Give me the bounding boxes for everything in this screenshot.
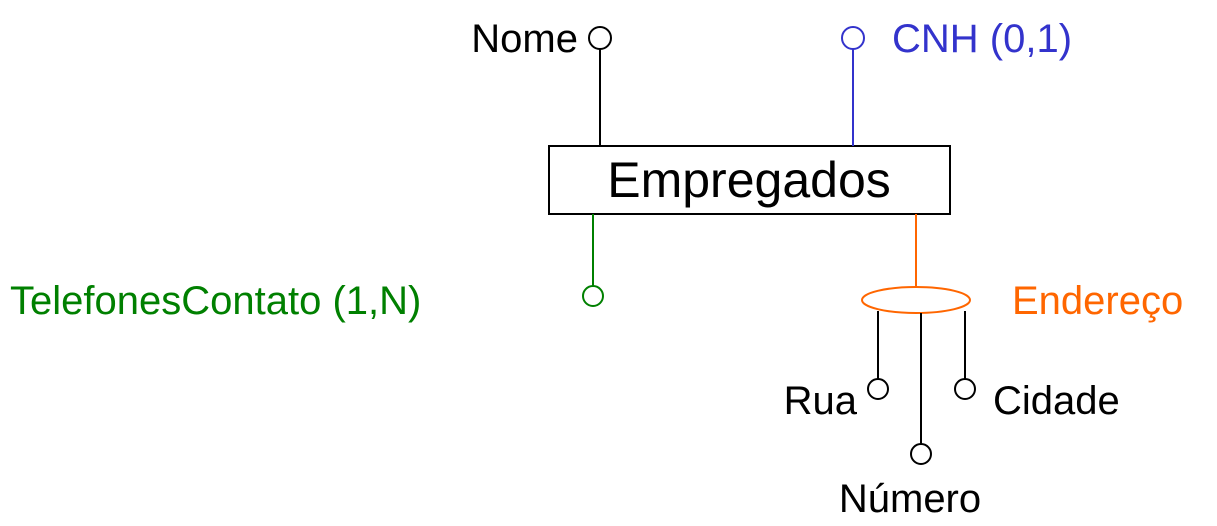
numero-label: Número [839,477,981,521]
nome-attribute-circle[interactable] [588,26,612,50]
rua-attribute-circle[interactable] [867,378,889,400]
telefones-label: TelefonesContato (1,N) [10,279,421,323]
cnh-label: CNH (0,1) [892,17,1072,61]
entity-label: Empregados [607,152,891,208]
cidade-attribute-circle[interactable] [954,378,976,400]
entity-box[interactable] [548,145,951,215]
numero-attribute-circle[interactable] [910,443,932,465]
rua-label: Rua [784,379,858,423]
cidade-label: Cidade [993,379,1120,423]
nome-label: Nome [471,17,578,61]
endereco-attribute-ellipse[interactable] [861,286,971,314]
endereco-label: Endereço [1012,279,1183,323]
cnh-attribute-circle[interactable] [841,26,865,50]
telefones-attribute-circle[interactable] [582,285,604,307]
